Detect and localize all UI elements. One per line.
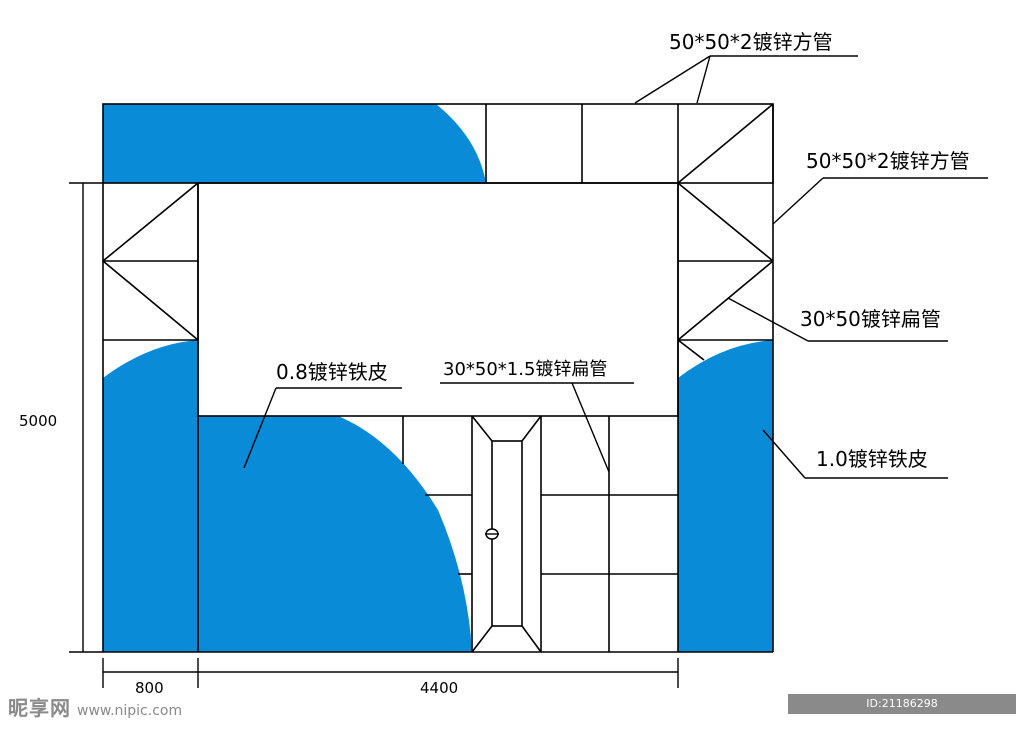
watermark-logo-url: www.nipic.com: [77, 703, 183, 719]
label-flat-tube-right: 30*50镀锌扁管: [800, 307, 941, 331]
sheet-left-lower: [103, 340, 472, 652]
label-sheet-right: 1.0镀锌铁皮: [816, 447, 928, 471]
blue-sheet-regions: [103, 104, 773, 652]
center-opening: [197, 182, 679, 417]
dim-left-width-label: 800: [135, 679, 164, 697]
sheet-right-lower: [678, 340, 773, 652]
label-flat-tube-center: 30*50*1.5镀锌扁管: [443, 359, 607, 380]
dim-height-label: 5000: [19, 412, 57, 430]
watermark-id: ID:21186298 NO:20211228164207240102: [788, 694, 1016, 730]
label-sheet-left: 0.8镀锌铁皮: [276, 360, 388, 384]
dim-main-width-label: 4400: [420, 679, 458, 697]
door-handle-icon: [485, 528, 499, 540]
label-top-tube: 50*50*2镀锌方管: [669, 30, 833, 54]
label-right-tube: 50*50*2镀锌方管: [806, 149, 970, 173]
leader-lines: [243, 55, 988, 479]
frame-lines: [102, 103, 774, 653]
sheet-top-left: [103, 104, 486, 183]
dimension-lines: [69, 182, 679, 688]
